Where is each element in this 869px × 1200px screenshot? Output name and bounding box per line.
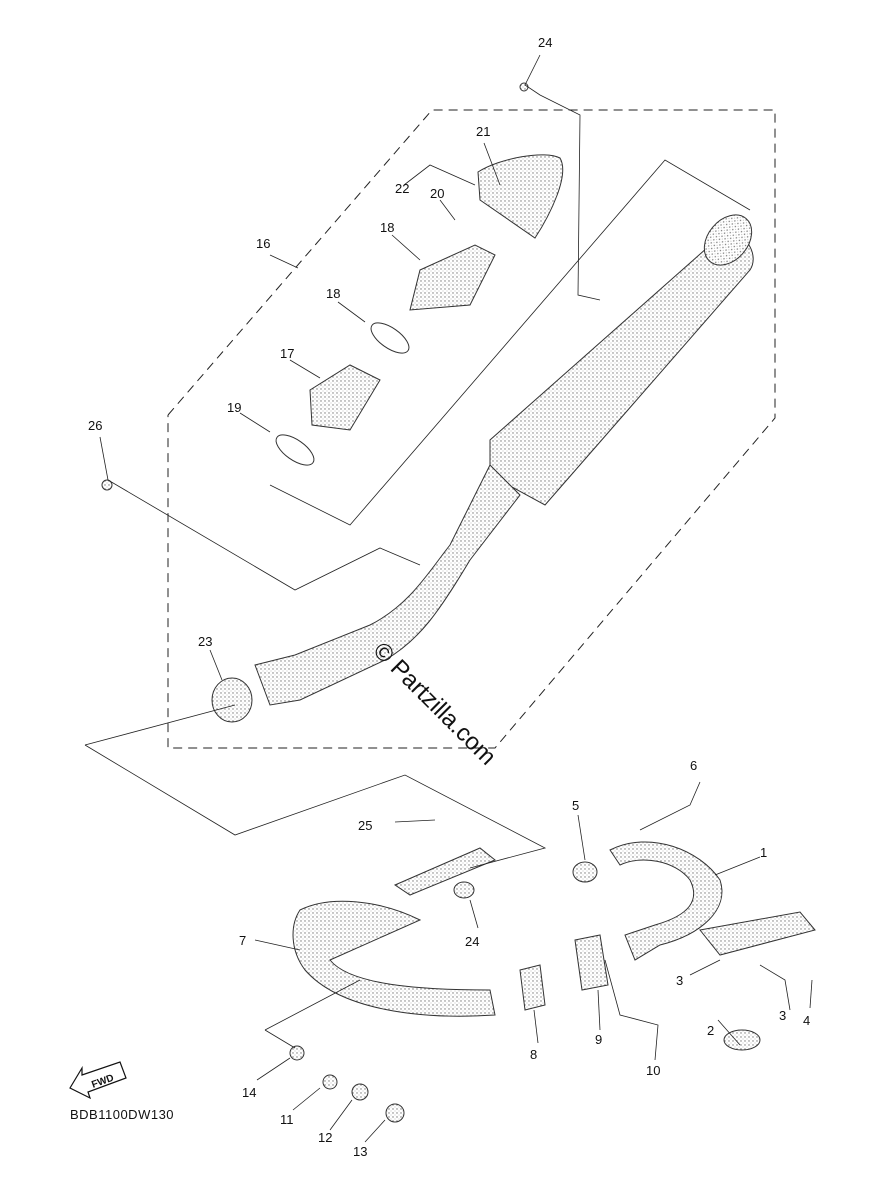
callout-4: 4 (803, 1013, 810, 1028)
callout-11: 11 (280, 1112, 294, 1127)
callout-5: 5 (572, 798, 579, 813)
callout-23: 24 (465, 934, 479, 949)
assembly-outline (167, 109, 776, 749)
callout-9: 9 (595, 1032, 602, 1047)
callout-17: 18 (380, 220, 394, 235)
inner-parts (275, 154, 564, 466)
callout-21: 22 (395, 181, 409, 196)
callout-24: 25 (358, 818, 372, 833)
callout-7: 7 (239, 933, 246, 948)
callout-3b: 3 (779, 1008, 786, 1023)
fwd-arrow-icon: FWD (69, 1061, 127, 1100)
callout-3a: 3 (676, 973, 683, 988)
callout-25: 24 (538, 35, 552, 50)
callout-20: 21 (476, 124, 490, 139)
callout-15: 16 (256, 236, 270, 251)
callout-10: 10 (646, 1063, 660, 1078)
callout-2: 2 (707, 1023, 714, 1038)
callout-14: 14 (242, 1085, 256, 1100)
callout-26: 26 (88, 418, 102, 433)
callout-6: 6 (690, 758, 697, 773)
callout-12: 12 (318, 1130, 332, 1145)
callout-16: 17 (280, 346, 294, 361)
diagram-code: BDB1100DW130 (70, 1107, 174, 1122)
header-pipes (101, 82, 816, 1123)
callout-8: 8 (530, 1047, 537, 1062)
watermark-text: © Partzilla.com (368, 637, 501, 770)
callout-18b: 19 (227, 400, 241, 415)
leader-lines (84, 54, 813, 1143)
callout-18a: 18 (326, 286, 340, 301)
callout-22: 23 (198, 634, 212, 649)
muffler-body (211, 214, 754, 723)
callout-1: 1 (760, 845, 767, 860)
callout-19: 20 (430, 186, 444, 201)
callout-labels: 24 21 22 20 18 16 18 17 19 26 23 6 5 1 2… (88, 35, 810, 1159)
callout-13: 13 (353, 1144, 367, 1159)
